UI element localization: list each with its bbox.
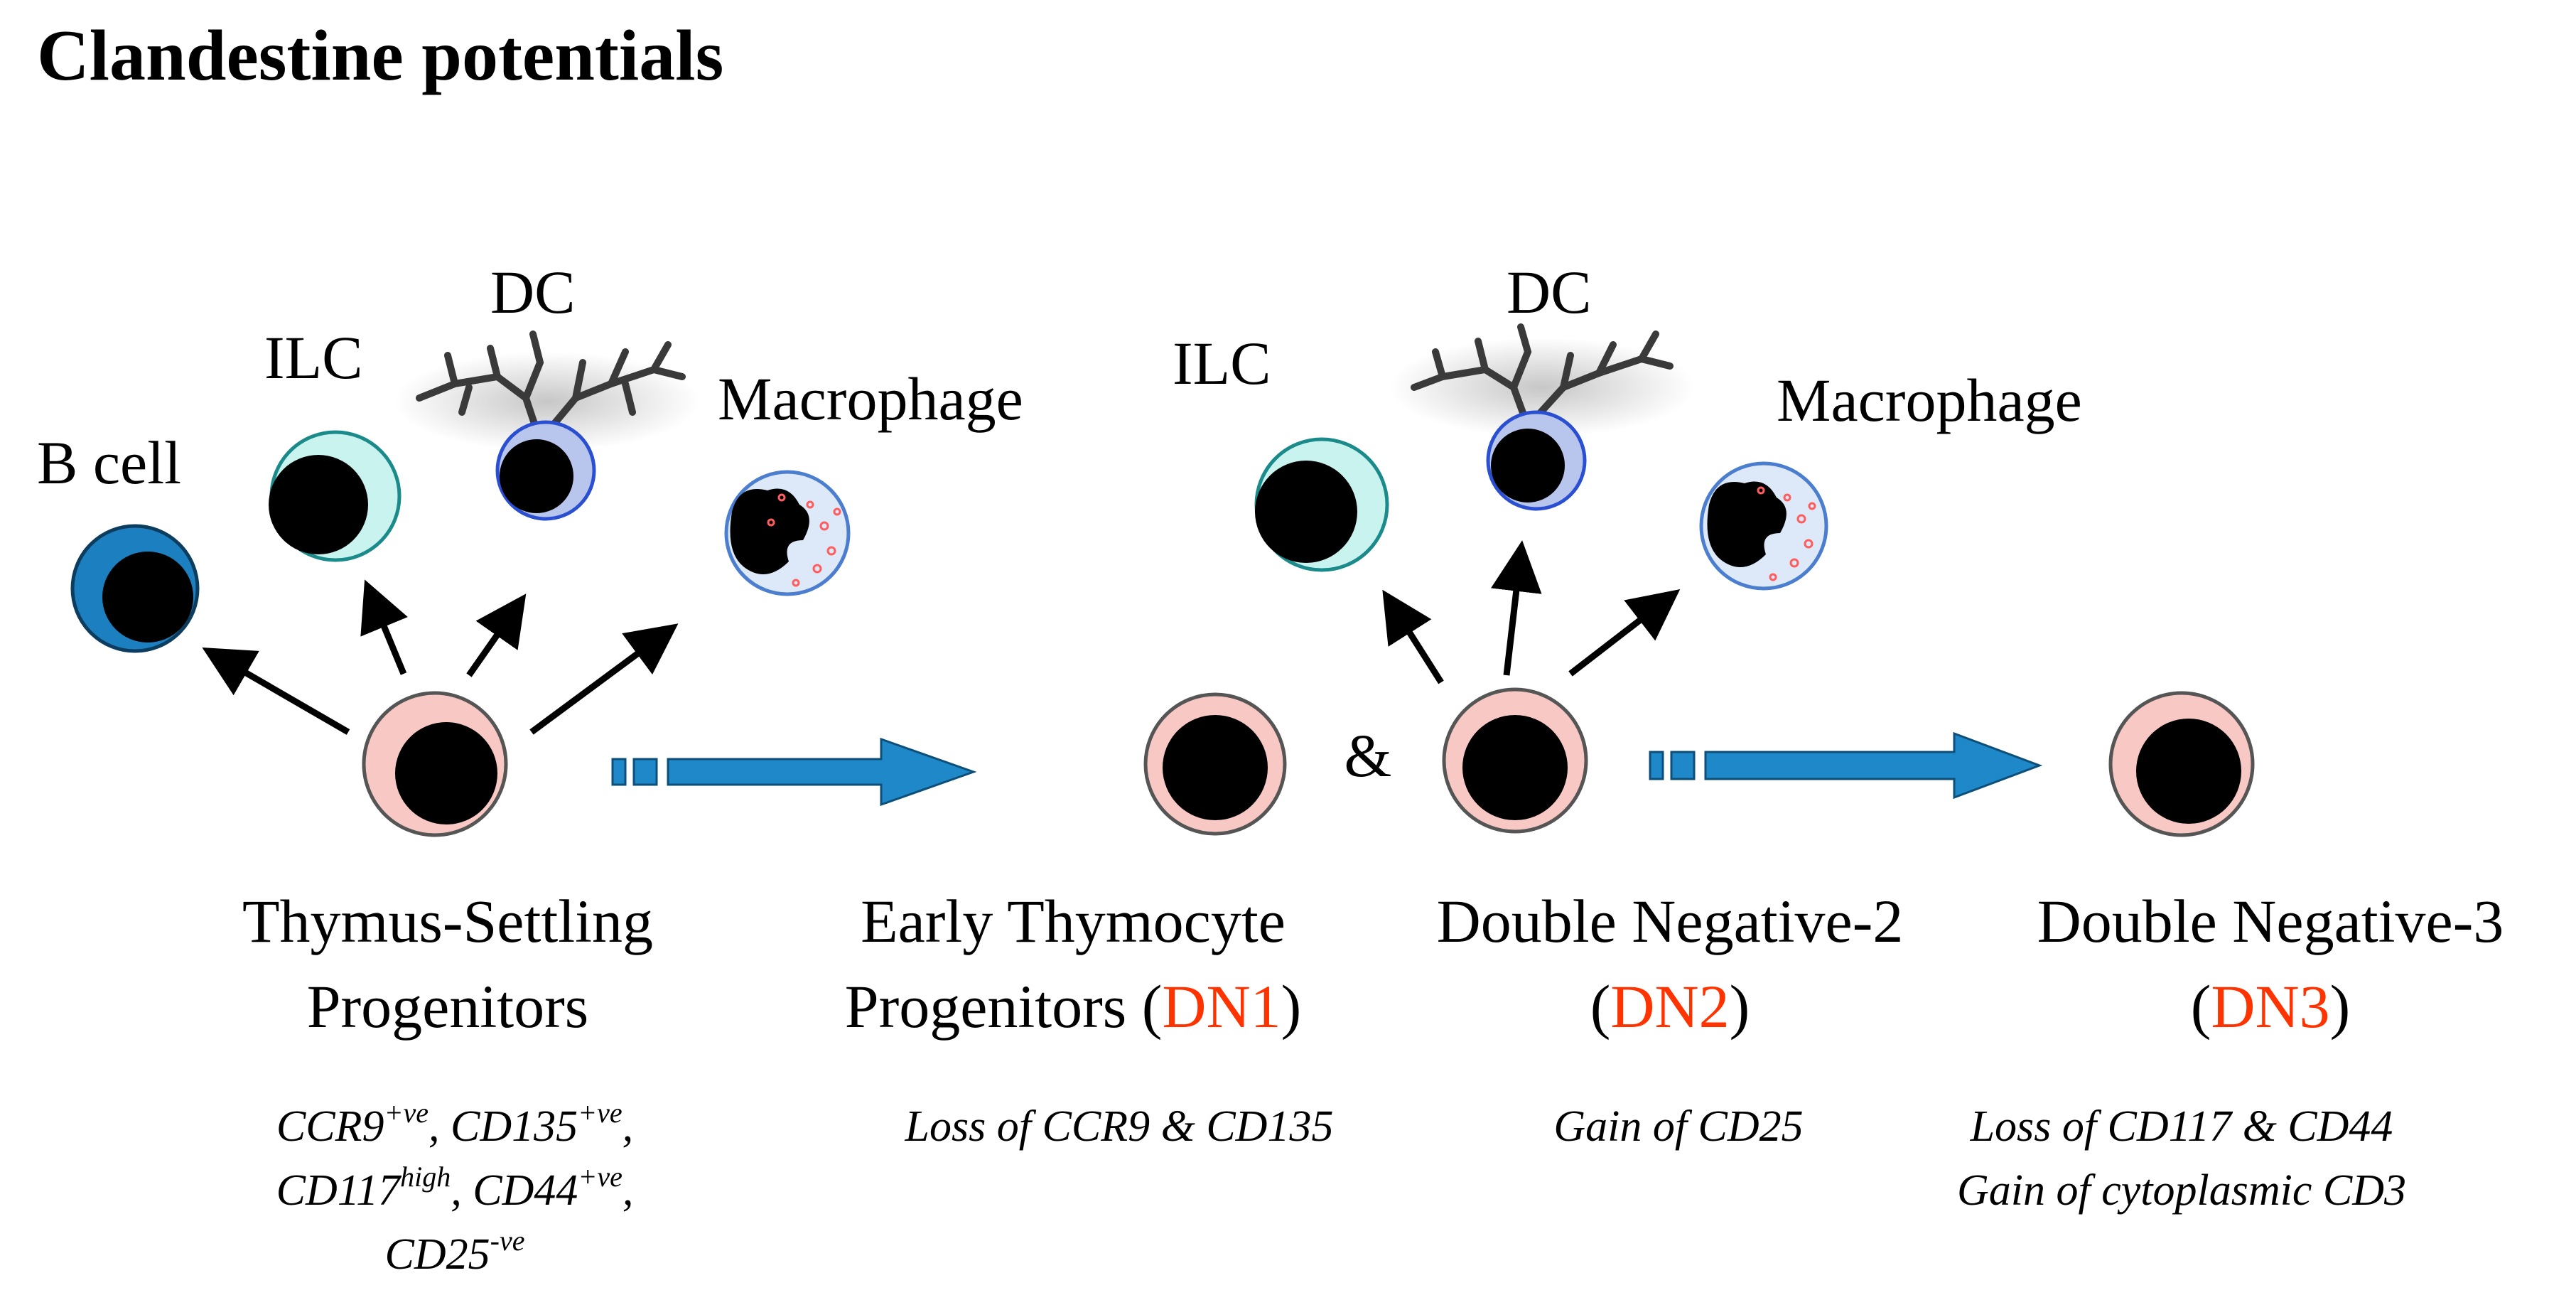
tsp-label-line2: Progenitors bbox=[307, 972, 589, 1041]
arrow-to-dc-left bbox=[466, 593, 527, 677]
dn2-label-suffix: ) bbox=[1730, 972, 1750, 1041]
arrow-to-dc-right bbox=[1491, 540, 1542, 676]
left-differentiation-arrows bbox=[202, 579, 679, 735]
dn3-label-prefix: ( bbox=[2191, 972, 2211, 1041]
ilc-label-right: ILC bbox=[1173, 329, 1271, 397]
tsp-markers-line1: CCR9+ve, CD135+ve, bbox=[276, 1097, 633, 1151]
marker-superscript: +ve bbox=[578, 1161, 623, 1193]
dc-cell-icon-left bbox=[394, 331, 700, 521]
marker-name: CCR9 bbox=[276, 1102, 384, 1151]
tsp-markers-line2: CD117high, CD44+ve, bbox=[276, 1161, 634, 1215]
ampersand: & bbox=[1344, 721, 1392, 790]
dn2-label-prefix: ( bbox=[1590, 972, 1611, 1041]
marker-superscript: -ve bbox=[490, 1225, 525, 1257]
dc-cell-icon-right bbox=[1389, 323, 1695, 511]
b-cell-label: B cell bbox=[37, 429, 181, 497]
ilc-label-left: ILC bbox=[264, 323, 363, 392]
dn1-label-line2: Progenitors (DN1) bbox=[845, 972, 1302, 1041]
dn2-note: Gain of CD25 bbox=[1553, 1102, 1803, 1151]
dn3-cell bbox=[2108, 691, 2255, 837]
dn1-label-prefix: Progenitors ( bbox=[845, 972, 1163, 1041]
arrow-to-macrophage-left bbox=[529, 623, 679, 735]
b-cell-icon bbox=[70, 524, 200, 653]
dn2-cell bbox=[1442, 687, 1588, 834]
dn2-label-line2: (DN2) bbox=[1590, 972, 1750, 1041]
dn1-cell bbox=[1143, 692, 1287, 836]
marker-name: CD135 bbox=[451, 1102, 578, 1151]
figure-title: Clandestine potentials bbox=[37, 16, 723, 96]
dn1-label-suffix: ) bbox=[1281, 972, 1302, 1041]
arrow-to-b-cell bbox=[202, 647, 350, 735]
marker-name: CD117 bbox=[276, 1166, 403, 1215]
marker-separator: , bbox=[623, 1166, 634, 1215]
tsp-markers-line3: CD25-ve​ bbox=[385, 1225, 525, 1279]
marker-separator: , bbox=[451, 1166, 473, 1215]
arrow-to-macrophage-right bbox=[1568, 589, 1681, 677]
dc-label-left: DC bbox=[490, 258, 575, 326]
marker-separator: , bbox=[429, 1102, 451, 1151]
tsp-label-line1: Thymus-Settling bbox=[242, 887, 653, 955]
dc-label-right: DC bbox=[1507, 258, 1591, 326]
marker-superscript: +ve bbox=[384, 1097, 429, 1129]
progression-arrow-1 bbox=[611, 737, 977, 807]
macrophage-icon-right bbox=[1699, 461, 1828, 591]
dn1-note: Loss of CCR9 & CD135 bbox=[905, 1102, 1334, 1151]
marker-separator: , bbox=[623, 1102, 634, 1151]
marker-superscript: +ve bbox=[578, 1097, 623, 1129]
dn2-code: DN2 bbox=[1610, 972, 1729, 1041]
arrow-to-ilc-left bbox=[360, 579, 408, 675]
dn3-code: DN3 bbox=[2211, 972, 2329, 1041]
macrophage-label-left: Macrophage bbox=[718, 365, 1023, 433]
dn1-code: DN1 bbox=[1162, 972, 1281, 1041]
ilc-cell-icon-right bbox=[1254, 437, 1389, 572]
ilc-cell-icon-left bbox=[269, 430, 402, 562]
dn3-label-line2: (DN3) bbox=[2191, 972, 2351, 1041]
right-differentiation-arrows bbox=[1382, 540, 1681, 684]
dn3-label-suffix: ) bbox=[2330, 972, 2351, 1041]
arrow-to-ilc-right bbox=[1382, 589, 1444, 684]
marker-name: CD25 bbox=[385, 1230, 490, 1279]
dn1-label-line1: Early Thymocyte bbox=[861, 887, 1286, 955]
dn3-label-line1: Double Negative-3 bbox=[2037, 887, 2504, 955]
dn3-note-line2: Gain of cytoplasmic CD3 bbox=[1957, 1166, 2406, 1215]
dn2-label-line1: Double Negative-2 bbox=[1437, 887, 1904, 955]
marker-name: CD44 bbox=[473, 1166, 578, 1215]
thymus-settling-progenitor-cell bbox=[362, 691, 508, 837]
dn3-note-line1: Loss of CD117 & CD44 bbox=[1970, 1102, 2393, 1151]
macrophage-label-right: Macrophage bbox=[1777, 366, 2082, 434]
progression-arrow-2 bbox=[1649, 731, 2043, 800]
marker-superscript: high bbox=[400, 1161, 451, 1193]
macrophage-icon-left bbox=[724, 470, 851, 596]
